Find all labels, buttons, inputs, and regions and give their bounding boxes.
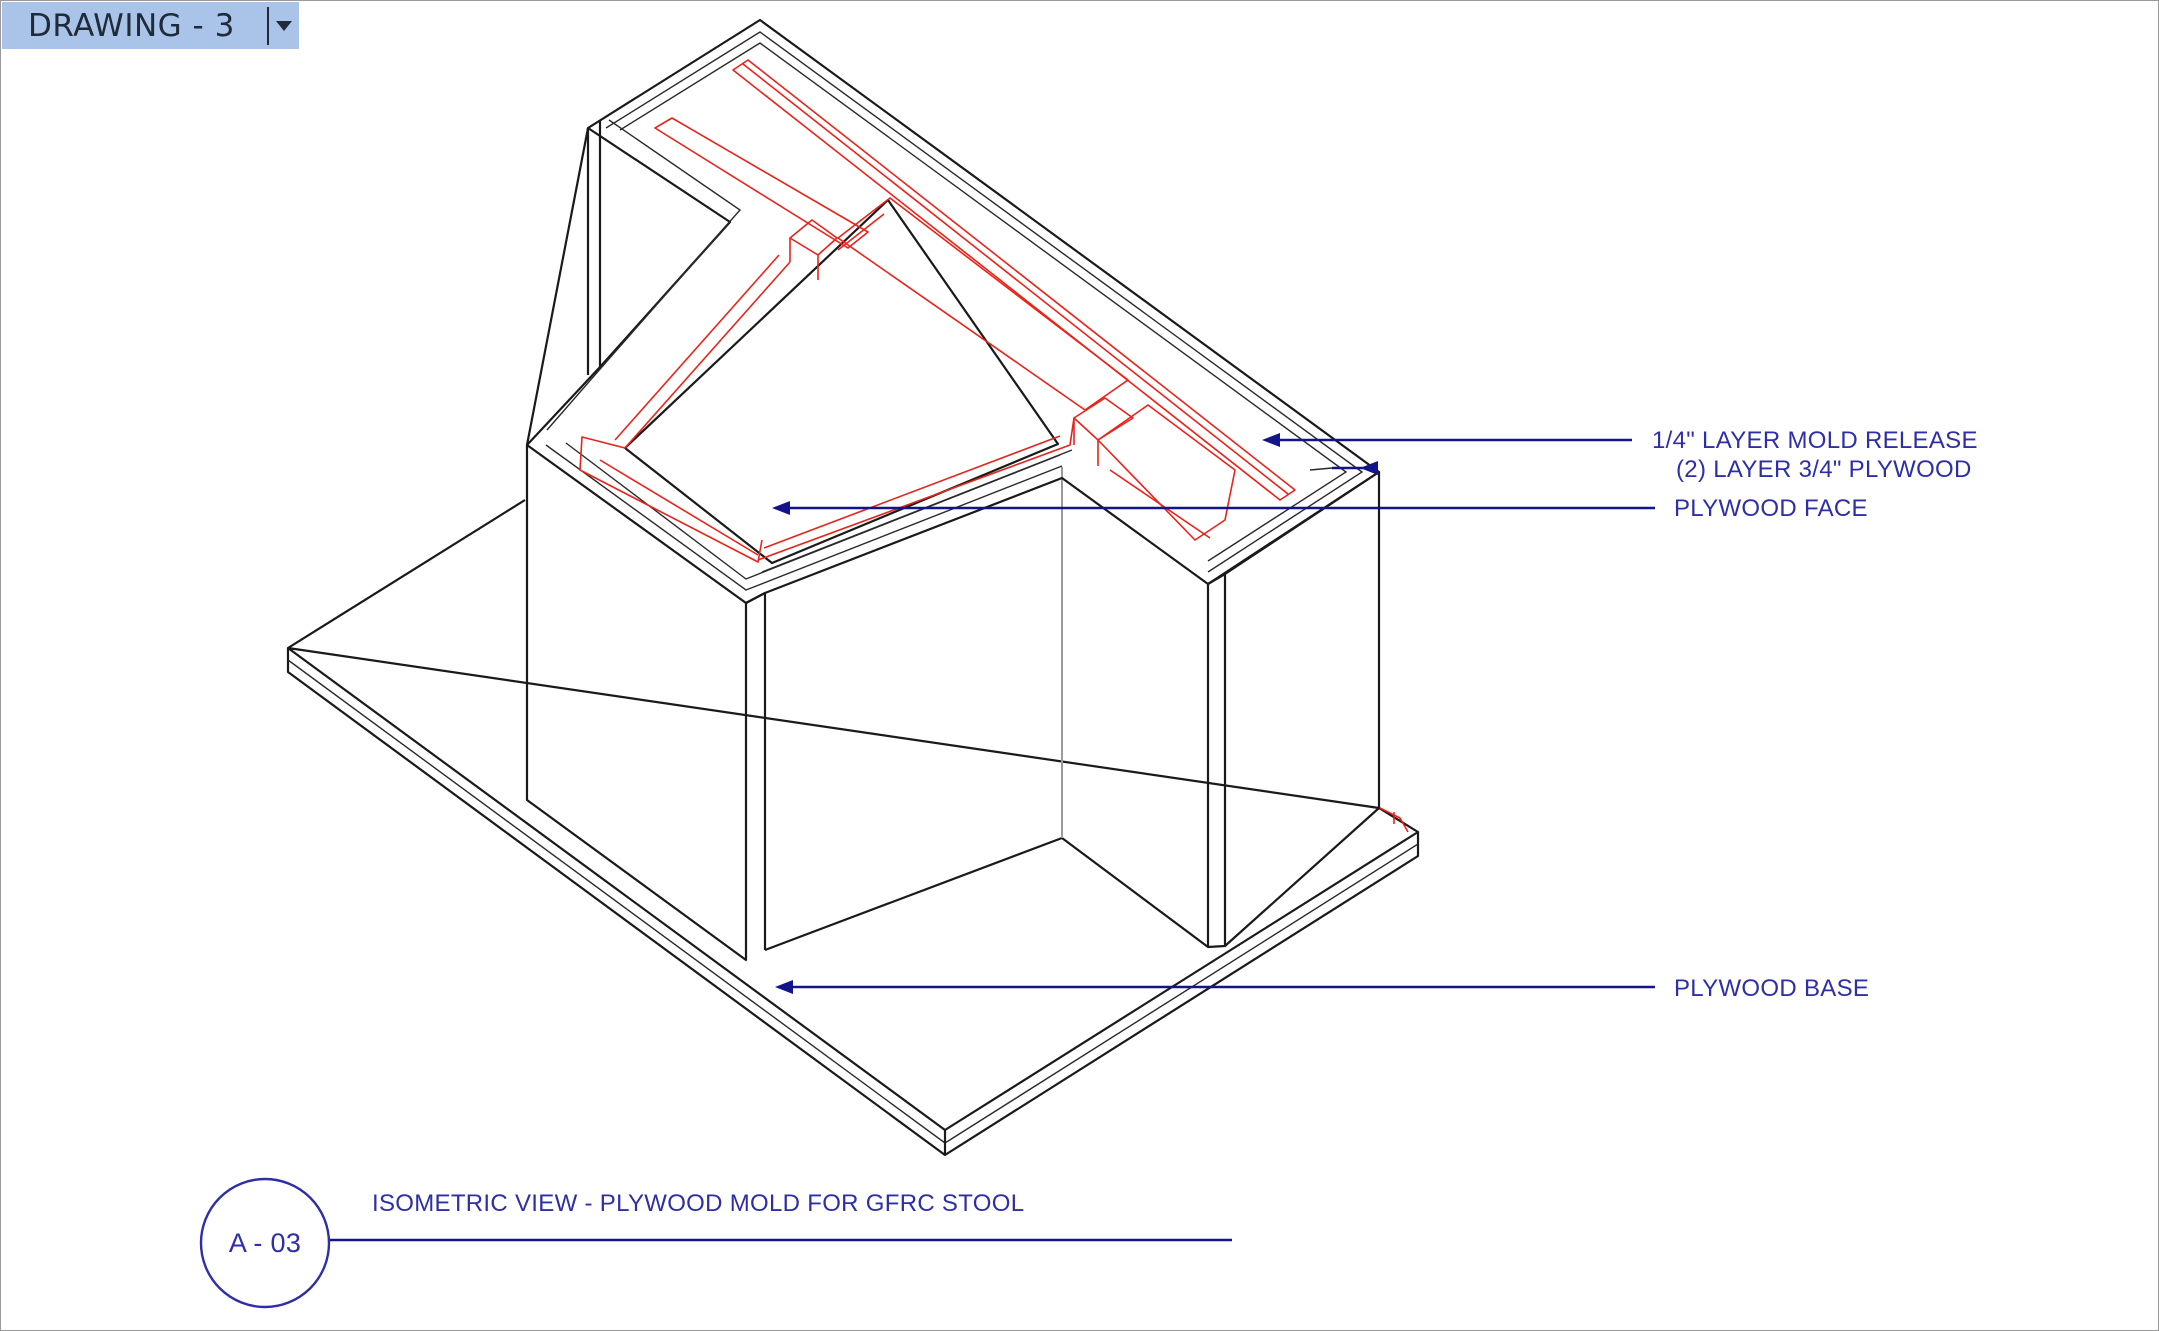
label-plywood-base: PLYWOOD BASE [1674,975,1869,1002]
label-mold-release: 1/4" LAYER MOLD RELEASE [1652,427,1978,454]
title-block: A - 03 ISOMETRIC VIEW - PLYWOOD MOLD FOR… [199,1177,1232,1309]
sheet-ref-label: A - 03 [229,1228,301,1258]
label-plywood-face: PLYWOOD FACE [1674,495,1868,522]
plywood-base-plate [286,499,1420,1157]
sheet-ref-circle [199,1177,331,1309]
drawing-tab-title: DRAWING - 3 [28,7,235,44]
drawing-tab[interactable]: DRAWING - 3 [2,2,299,49]
leader-plywood-base [775,980,1655,994]
label-plywood-layers: (2) LAYER 3/4" PLYWOOD [1676,456,1972,483]
mold-release-channels [579,59,1409,833]
leader-plywood-face [772,501,1655,515]
mold-top-rim [525,18,1381,605]
chevron-down-icon[interactable] [267,7,299,45]
leader-mold-release [1262,433,1632,447]
leader-plywood-layers [1309,461,1378,475]
view-title: ISOMETRIC VIEW - PLYWOOD MOLD FOR GFRC S… [372,1190,1024,1217]
